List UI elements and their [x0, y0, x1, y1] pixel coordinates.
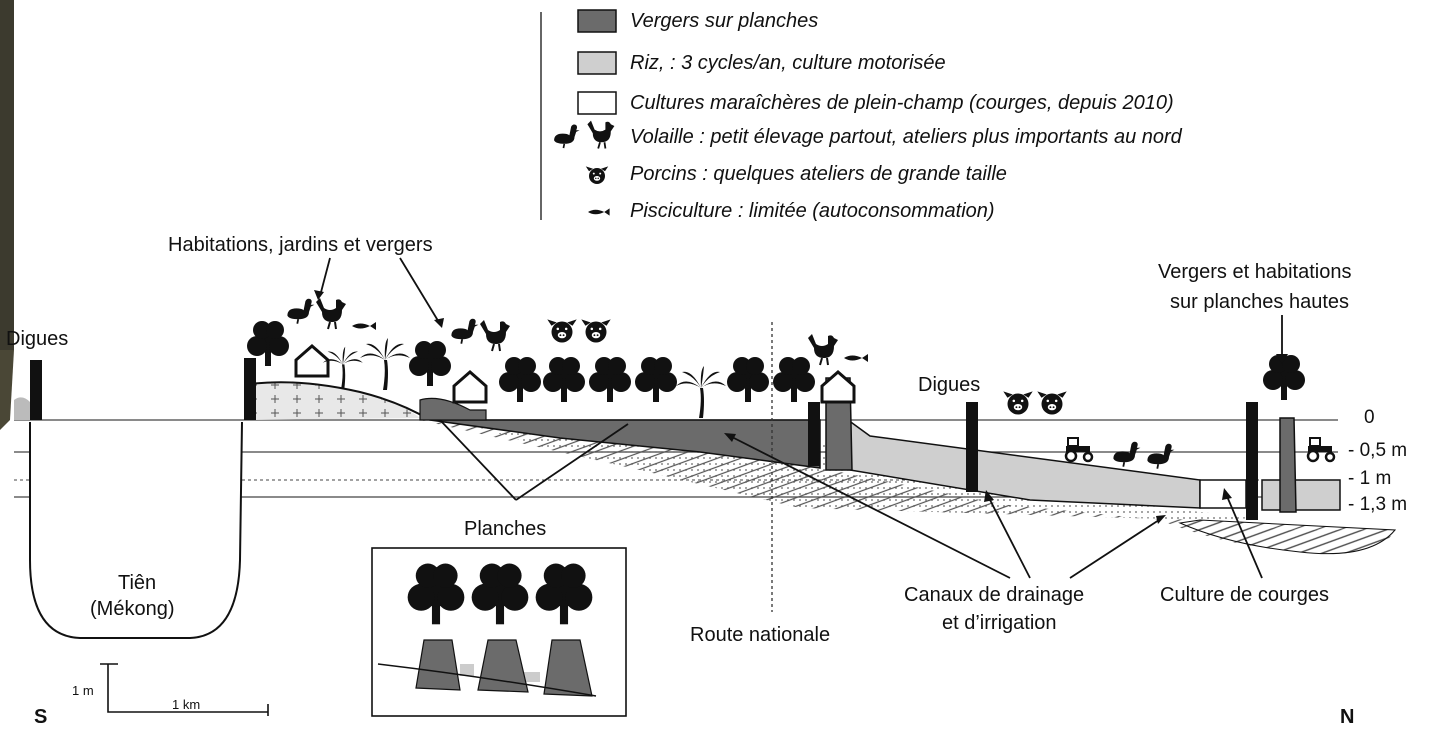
legend-label: Porcins : quelques ateliers de grande ta…: [630, 162, 1007, 185]
depth-label-1: - 1 m: [1348, 468, 1392, 489]
legend-item-fish: Pisciculture : limitée (autoconsommation…: [578, 199, 995, 223]
label-canaux-1: Canaux de drainage: [904, 584, 1085, 606]
legend-label: Vergers sur planches: [630, 9, 819, 32]
label-culture-courges: Culture de courges: [1160, 584, 1329, 606]
label-digues-left: Digues: [6, 328, 69, 350]
legend-label: Pisciculture : limitée (autoconsommation…: [630, 199, 995, 222]
dike-road: [808, 402, 820, 466]
scale-vertical-label: 1 m: [72, 683, 94, 698]
legend-swatch-dark: [577, 9, 617, 33]
legend-item-pigs: Porcins : quelques ateliers de grande ta…: [578, 162, 1007, 186]
dike-north: [1246, 402, 1258, 520]
high-platform: [1279, 417, 1297, 513]
legend-swatch-white: [577, 91, 617, 115]
legend-item-vegetables: Cultures maraîchères de plein-champ (cou…: [578, 91, 1174, 115]
dike-left-2: [244, 358, 256, 420]
depth-label-0: 0: [1364, 407, 1375, 428]
depth-label-05: - 0,5 m: [1348, 440, 1408, 461]
dike-left-1: [30, 360, 42, 420]
label-north: N: [1340, 706, 1355, 728]
depth-label-13: - 1,3 m: [1348, 494, 1408, 515]
legend-item-orchards: Vergers sur planches: [578, 9, 818, 33]
legend-label: Cultures maraîchères de plein-champ (cou…: [630, 91, 1174, 114]
legend-swatch-light: [577, 51, 617, 75]
label-digues-mid: Digues: [918, 374, 981, 396]
label-canaux-2: et d’irrigation: [942, 612, 1057, 634]
label-habitations: Habitations, jardins et vergers: [168, 234, 433, 256]
hatched-subsurface: [420, 420, 1395, 554]
legend-item-rice: Riz, : 3 cycles/an, culture motorisée: [578, 51, 946, 75]
label-vergers-hautes-2: sur planches hautes: [1170, 291, 1350, 313]
label-tien: Tiên: [118, 572, 157, 594]
label-south: S: [34, 706, 48, 728]
label-route-nationale: Route nationale: [690, 624, 831, 646]
label-vergers-hautes-1: Vergers et habitations: [1158, 261, 1352, 283]
legend-label: Riz, : 3 cycles/an, culture motorisée: [630, 51, 946, 74]
scale-horizontal-label: 1 km: [172, 697, 201, 712]
dike-mid: [966, 402, 978, 492]
left-photo-edge: [0, 0, 14, 350]
legend-item-poultry: Volaille : petit élevage partout, atelie…: [578, 125, 1182, 149]
legend-label: Volaille : petit élevage partout, atelie…: [630, 125, 1182, 148]
river-channel: [29, 421, 243, 639]
orchard-platform: [429, 419, 821, 469]
label-planches: Planches: [464, 518, 547, 540]
legend-duck-icon: [553, 123, 581, 149]
scale-bar: [100, 663, 269, 716]
label-mekong: (Mékong): [90, 598, 175, 620]
